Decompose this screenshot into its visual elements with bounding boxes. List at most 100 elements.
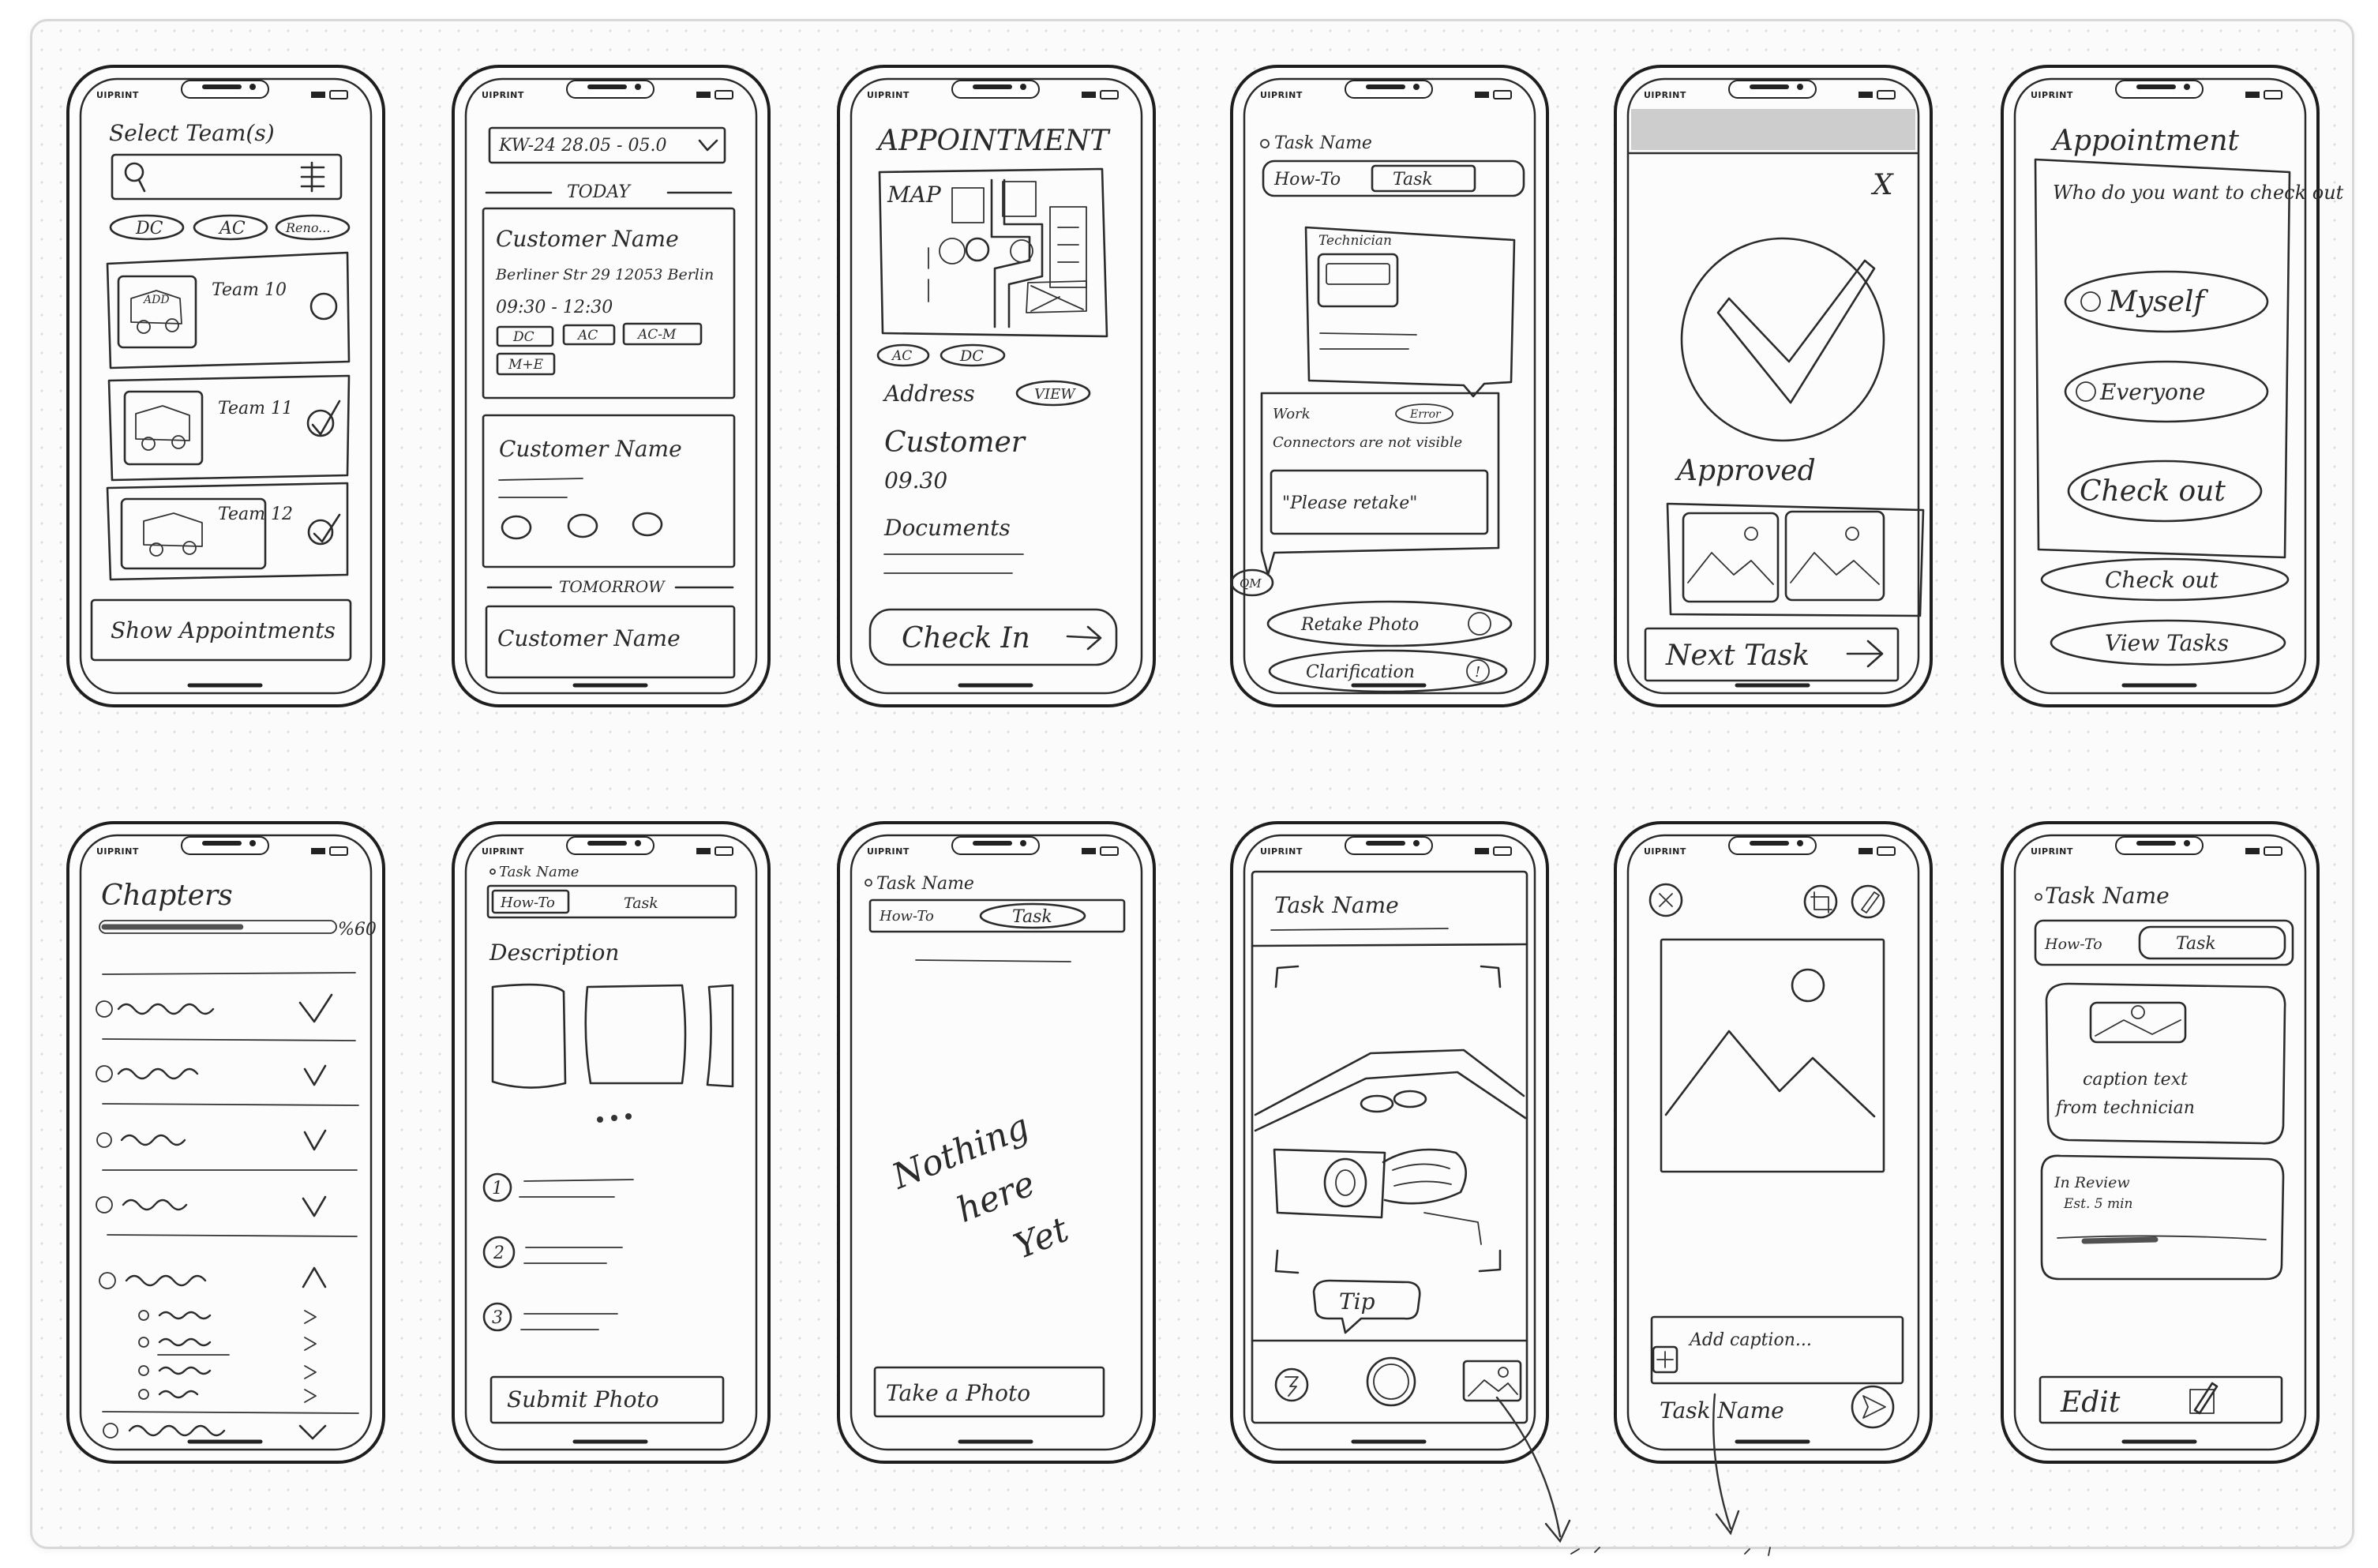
- svg-text:Tip: Tip: [1339, 1289, 1375, 1315]
- chapter-row[interactable]: [103, 1423, 327, 1440]
- team-search-input[interactable]: [111, 153, 343, 201]
- team-card[interactable]: Team 12: [106, 482, 349, 581]
- svg-text:Error: Error: [1409, 408, 1442, 421]
- next-task-button[interactable]: Next Task: [1644, 627, 1900, 682]
- brand-label: UIPRINT: [482, 90, 524, 100]
- team-radio-checked[interactable]: [307, 519, 334, 546]
- chapter-row[interactable]: [96, 1195, 327, 1217]
- take-photo-button[interactable]: Take a Photo: [873, 1366, 1105, 1418]
- wireframe-board: [30, 19, 2354, 1549]
- tag-chip: DC: [940, 343, 1006, 367]
- brand-label: UIPRINT: [2031, 90, 2073, 100]
- appointment-card[interactable]: Customer Name: [485, 605, 736, 679]
- approved-status: Approved: [1675, 455, 1816, 487]
- close-icon[interactable]: [1648, 883, 1683, 917]
- blurred-header: [1631, 109, 1915, 150]
- chapter-row[interactable]: [96, 1129, 327, 1151]
- phone-task-empty: UIPRINT Task Name How-To Task Nothing he…: [837, 821, 1156, 1464]
- svg-text:Submit Photo: Submit Photo: [507, 1386, 659, 1412]
- svg-text:In Review: In Review: [2054, 1174, 2130, 1191]
- team-card[interactable]: ADD Team 10: [106, 251, 351, 369]
- filter-icon[interactable]: [300, 161, 325, 193]
- check-in-button[interactable]: Check In: [868, 608, 1118, 666]
- svg-text:Check out: Check out: [2080, 475, 2226, 508]
- chapter-row-expanded[interactable]: [99, 1266, 327, 1289]
- svg-text:Check In: Check In: [902, 622, 1030, 655]
- send-icon[interactable]: [1851, 1385, 1895, 1429]
- tab-task[interactable]: Task: [624, 895, 658, 912]
- task-name: Task Name: [1660, 1397, 1784, 1424]
- tab-task[interactable]: Task: [2138, 925, 2286, 960]
- technician-photo-card: Technician: [1304, 226, 1516, 398]
- chapter-row[interactable]: [96, 993, 333, 1023]
- svg-text:"Please retake": "Please retake": [1282, 493, 1417, 513]
- shutter-button[interactable]: [1366, 1356, 1416, 1407]
- svg-text:MAP: MAP: [887, 182, 942, 208]
- tab-how-to[interactable]: How-To: [2044, 936, 2102, 953]
- view-address-button[interactable]: VIEW: [1015, 380, 1091, 407]
- task-name: Task Name: [1274, 133, 1372, 153]
- task-name: Task Name: [876, 874, 974, 894]
- team-radio-checked[interactable]: [306, 409, 335, 437]
- page-title: APPOINTMENT: [876, 125, 1111, 157]
- svg-text:Customer Name: Customer Name: [499, 436, 682, 462]
- photo-thumbnail[interactable]: [1317, 253, 1399, 308]
- tab-task[interactable]: Task: [1371, 164, 1476, 193]
- task-name: Task Name: [2045, 883, 2170, 909]
- retake-photo-button[interactable]: Retake Photo: [1266, 600, 1513, 647]
- edit-button[interactable]: Edit: [2039, 1375, 2283, 1424]
- brand-label: UIPRINT: [1260, 90, 1303, 100]
- svg-text:Berliner Str 29 12053 Berlin: Berliner Str 29 12053 Berlin: [495, 266, 714, 283]
- crop-icon[interactable]: [1803, 884, 1838, 919]
- add-icon[interactable]: [1652, 1345, 1678, 1374]
- close-icon[interactable]: X: [1870, 169, 1894, 201]
- team-filter-chip[interactable]: DC: [109, 214, 185, 241]
- checkmark-icon: [311, 400, 341, 436]
- show-appointments-button[interactable]: Show Appointments: [90, 598, 352, 662]
- caption-input[interactable]: Add caption...: [1650, 1315, 1904, 1385]
- phone-task-review: UIPRINT Task Name How-To Task Technician…: [1230, 65, 1549, 707]
- checkmark-icon: [313, 513, 341, 543]
- viewfinder-frame: [1274, 965, 1502, 1274]
- check-out-dialog-button[interactable]: Check out: [2067, 460, 2263, 523]
- check-out-button[interactable]: Check out: [2040, 557, 2290, 602]
- tip-tooltip[interactable]: Tip: [1312, 1279, 1421, 1334]
- svg-text:M+E: M+E: [508, 357, 544, 373]
- tab-how-to[interactable]: How-To: [491, 889, 570, 914]
- brand-label: UIPRINT: [96, 846, 139, 857]
- flow-arrow: [1495, 1396, 1562, 1538]
- step-item: 3: [482, 1302, 618, 1332]
- submitted-photo-card[interactable]: caption text from technician: [2045, 982, 2286, 1145]
- svg-text:View Tasks: View Tasks: [2105, 630, 2229, 656]
- step-item: 2: [482, 1236, 623, 1269]
- flash-icon[interactable]: [1274, 1367, 1309, 1402]
- svg-text:3: 3: [492, 1308, 503, 1328]
- appointment-card[interactable]: Customer Name Berliner Str 29 12053 Berl…: [482, 207, 736, 400]
- team-radio[interactable]: [309, 292, 338, 321]
- pen-icon[interactable]: [1851, 884, 1885, 919]
- van-icon: [143, 512, 203, 557]
- tab-how-to[interactable]: How-To: [1273, 170, 1341, 189]
- customer-label: Customer: [884, 426, 1026, 459]
- team-card[interactable]: Team 11: [107, 374, 351, 482]
- image-carousel[interactable]: [491, 983, 734, 1123]
- chapter-row[interactable]: [96, 1064, 327, 1086]
- task-name: Task Name: [499, 864, 579, 880]
- svg-text:QM: QM: [1240, 576, 1262, 591]
- gallery-icon[interactable]: [1462, 1360, 1522, 1402]
- week-selector[interactable]: KW-24 28.05 - 05.0: [488, 126, 726, 164]
- tab-how-to[interactable]: How-To: [879, 908, 934, 925]
- map-view[interactable]: MAP: [878, 167, 1108, 338]
- svg-text:Who do you want to check out: Who do you want to check out: [2053, 182, 2344, 204]
- clarification-button[interactable]: Clarification !: [1268, 649, 1508, 693]
- svg-text:%60: %60: [338, 920, 377, 940]
- chevron-down-icon: [303, 1129, 327, 1151]
- option-myself[interactable]: Myself: [2064, 270, 2269, 333]
- team-filter-chip[interactable]: Reno...: [275, 214, 351, 241]
- submit-photo-button[interactable]: Submit Photo: [489, 1375, 725, 1424]
- team-filter-chip[interactable]: AC: [193, 214, 268, 241]
- option-everyone[interactable]: Everyone: [2064, 360, 2269, 423]
- tab-task[interactable]: Task: [979, 902, 1086, 929]
- appointment-card[interactable]: Customer Name: [482, 414, 736, 568]
- view-tasks-button[interactable]: View Tasks: [2050, 619, 2286, 666]
